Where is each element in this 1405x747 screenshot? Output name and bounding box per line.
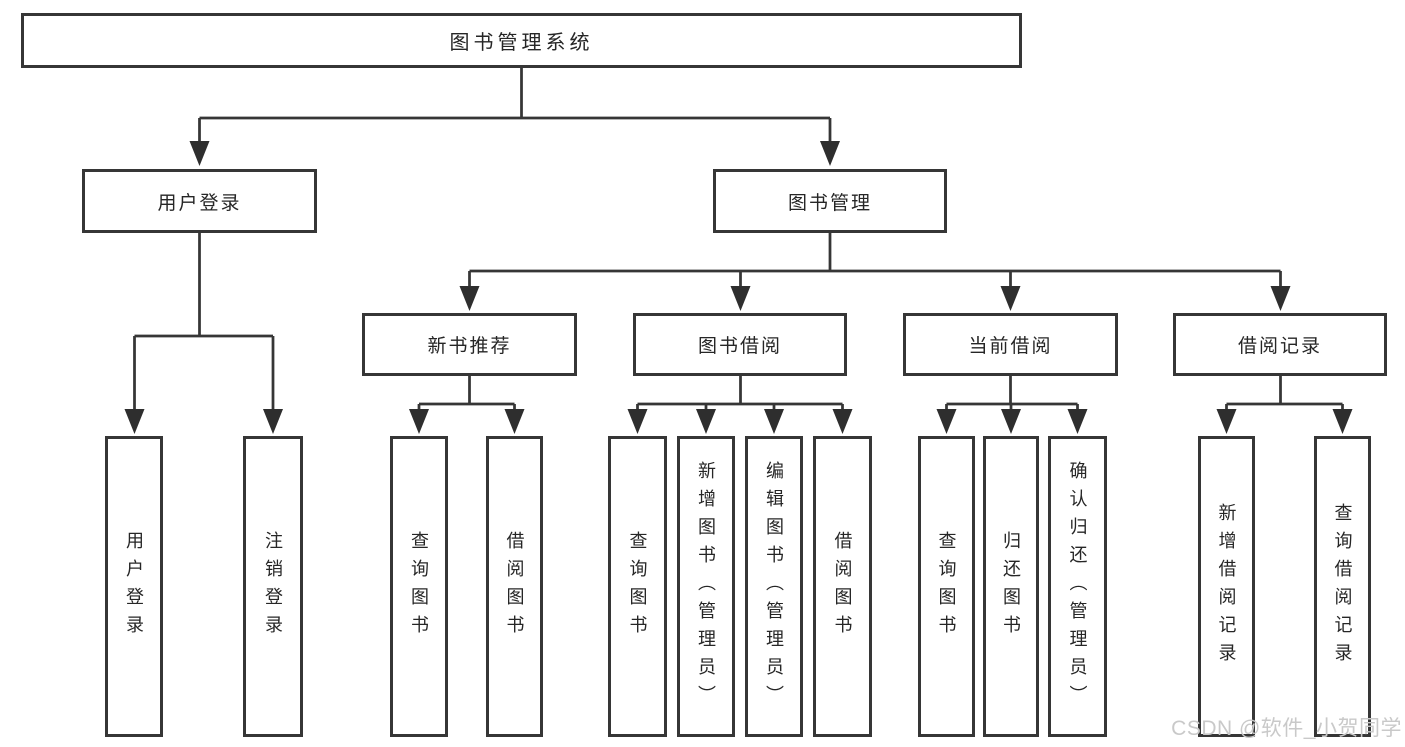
leaf-current-query-books: 查询图书 (918, 436, 975, 737)
csdn-watermark: CSDN @软件_小贺同学 (1171, 717, 1402, 740)
arrowhead-icon (1332, 409, 1353, 434)
arrowhead-icon (189, 141, 210, 166)
arrowhead-icon (1216, 409, 1237, 434)
leaf-borrow-edit-books-admin: 编辑图书（管理员） (745, 436, 803, 737)
connector-path (133, 68, 1344, 411)
leaf-borrow-add-books-admin: 新增图书（管理员） (677, 436, 735, 737)
leaf-recommend-borrow-books: 借阅图书 (486, 436, 543, 737)
leaf-borrow-query-books: 查询图书 (608, 436, 667, 737)
node-borrowing-records: 借阅记录 (1173, 313, 1387, 376)
leaf-records-add-borrow-record: 新增借阅记录 (1198, 436, 1255, 737)
arrowhead-icon (124, 409, 145, 434)
node-user-login: 用户登录 (82, 169, 317, 233)
leaf-current-return-books: 归还图书 (983, 436, 1039, 737)
node-new-book-recommendation: 新书推荐 (362, 313, 577, 376)
leaf-recommend-query-books: 查询图书 (390, 436, 448, 737)
arrowhead-icon (730, 286, 751, 311)
node-current-borrowing: 当前借阅 (903, 313, 1118, 376)
leaf-user-login: 用户登录 (105, 436, 163, 737)
arrowhead-icon (820, 141, 840, 166)
arrowhead-icon (1000, 286, 1021, 311)
arrowhead-icon (696, 409, 716, 434)
arrowhead-icon (409, 409, 429, 434)
leaf-current-confirm-return-admin: 确认归还（管理员） (1048, 436, 1107, 737)
leaf-logout-login: 注销登录 (243, 436, 303, 737)
node-library-management-system: 图书管理系统 (21, 13, 1022, 68)
node-book-management: 图书管理 (713, 169, 947, 233)
arrowhead-icon (627, 409, 648, 434)
arrowhead-icon (832, 409, 853, 434)
arrowhead-icon (504, 409, 525, 434)
arrowhead-icon (764, 409, 784, 434)
arrowhead-icon (1001, 409, 1021, 434)
leaf-records-query-borrow-record: 查询借阅记录 (1314, 436, 1371, 737)
leaf-borrow-borrow-books: 借阅图书 (813, 436, 872, 737)
arrowhead-icon (1067, 409, 1088, 434)
node-book-borrowing: 图书借阅 (633, 313, 847, 376)
arrowhead-icon (263, 409, 283, 434)
arrowhead-icon (1270, 286, 1291, 311)
arrowhead-icon (459, 286, 480, 311)
arrowhead-icon (936, 409, 957, 434)
